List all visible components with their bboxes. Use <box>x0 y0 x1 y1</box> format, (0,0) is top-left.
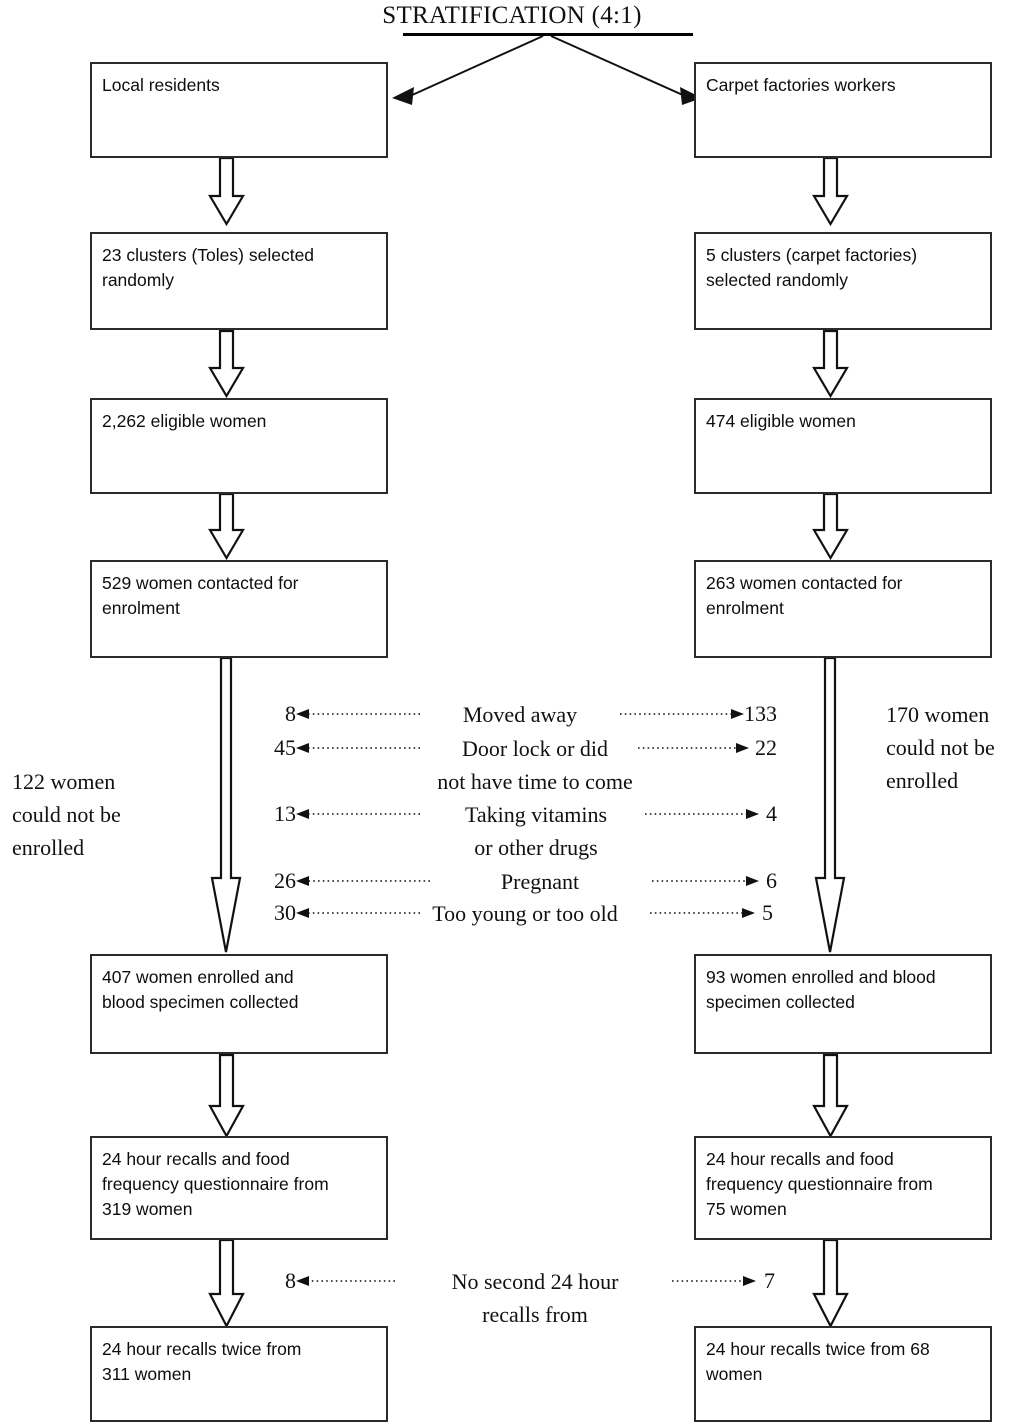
dotted-arrowhead-left-1 <box>296 709 309 719</box>
dotted-arrowhead-right-1 <box>731 709 744 719</box>
exclusion-left-count-5: 30 <box>274 900 296 925</box>
second-recall-reason: No second 24 hour recalls from <box>451 1269 619 1327</box>
dotted-arrowhead-right-5 <box>742 908 755 918</box>
split-line-left <box>409 35 544 97</box>
block-arrow-left-3 <box>208 492 245 561</box>
exclusion-reason-3: Taking vitamins or other drugs <box>464 802 608 860</box>
box-right-contacted[interactable]: 263 women contacted for enrolment <box>694 560 992 658</box>
dotted-arrowhead-left-6 <box>296 1276 309 1286</box>
exclusion-right-count-2: 22 <box>755 735 777 760</box>
exclusion-reason-1: Moved away <box>462 702 578 727</box>
block-arrow-left-4 <box>208 1053 245 1139</box>
box-left-local-residents[interactable]: Local residents <box>90 62 388 158</box>
box-right-clusters[interactable]: 5 clusters (carpet factories) selected r… <box>694 232 992 330</box>
box-left-contacted[interactable]: 529 women contacted for enrolment <box>90 560 388 658</box>
box-left-recalls-twice[interactable]: 24 hour recalls twice from 311 women <box>90 1326 388 1422</box>
split-line-right <box>550 35 686 97</box>
dotted-arrowhead-left-5 <box>296 908 309 918</box>
dotted-arrowhead-left-2 <box>296 743 309 753</box>
side-note-right-total: 170 women could not be enrolled <box>886 702 995 793</box>
exclusion-left-count-4: 26 <box>274 868 296 893</box>
second-recall-right-count: 7 <box>764 1268 775 1293</box>
block-arrow-right-4 <box>812 1053 849 1139</box>
exclusion-right-count-4: 6 <box>766 868 777 893</box>
exclusion-reason-5: Too young or too old <box>432 901 618 926</box>
exclusion-left-count-2: 45 <box>274 735 296 760</box>
dotted-arrowhead-right-4 <box>746 876 759 886</box>
dotted-arrowhead-right-2 <box>736 743 749 753</box>
exclusion-right-count-5: 5 <box>762 900 773 925</box>
box-left-recalls-ffq[interactable]: 24 hour recalls and food frequency quest… <box>90 1136 388 1240</box>
box-right-recalls-twice[interactable]: 24 hour recalls twice from 68 women <box>694 1326 992 1422</box>
block-arrow-right-3 <box>812 492 849 561</box>
box-right-recalls-ffq[interactable]: 24 hour recalls and food frequency quest… <box>694 1136 992 1240</box>
exclusion-reason-4: Pregnant <box>500 869 580 894</box>
box-right-eligible-women[interactable]: 474 eligible women <box>694 398 992 494</box>
second-recall-left-count: 8 <box>285 1268 296 1293</box>
box-left-enrolled[interactable]: 407 women enrolled and blood specimen co… <box>90 954 388 1054</box>
box-right-carpet-workers[interactable]: Carpet factories workers <box>694 62 992 158</box>
dotted-arrowhead-right-3 <box>746 809 759 819</box>
exclusion-left-count-3: 13 <box>274 801 296 826</box>
split-arrowhead-left <box>392 87 414 105</box>
side-note-left-total: 122 women could not be enrolled <box>12 769 121 860</box>
exclusion-right-count-1: 133 <box>744 701 777 726</box>
title-underline <box>403 33 693 36</box>
dotted-arrowhead-left-3 <box>296 809 309 819</box>
block-arrow-left-2 <box>208 329 245 399</box>
diagram-title: STRATIFICATION (4:1) <box>382 2 642 29</box>
block-arrow-right-2 <box>812 329 849 399</box>
box-right-enrolled[interactable]: 93 women enrolled and blood specimen col… <box>694 954 992 1054</box>
block-arrow-left-1 <box>208 156 245 227</box>
exclusion-left-count-1: 8 <box>285 701 296 726</box>
dotted-arrowhead-left-4 <box>296 876 309 886</box>
box-left-clusters[interactable]: 23 clusters (Toles) selected randomly <box>90 232 388 330</box>
dotted-arrowhead-right-6 <box>743 1276 756 1286</box>
exclusion-reason-2: Door lock or did not have time to come <box>437 736 633 794</box>
block-arrow-right-1 <box>812 156 849 227</box>
exclusion-right-count-3: 4 <box>766 801 777 826</box>
box-left-eligible-women[interactable]: 2,262 eligible women <box>90 398 388 494</box>
